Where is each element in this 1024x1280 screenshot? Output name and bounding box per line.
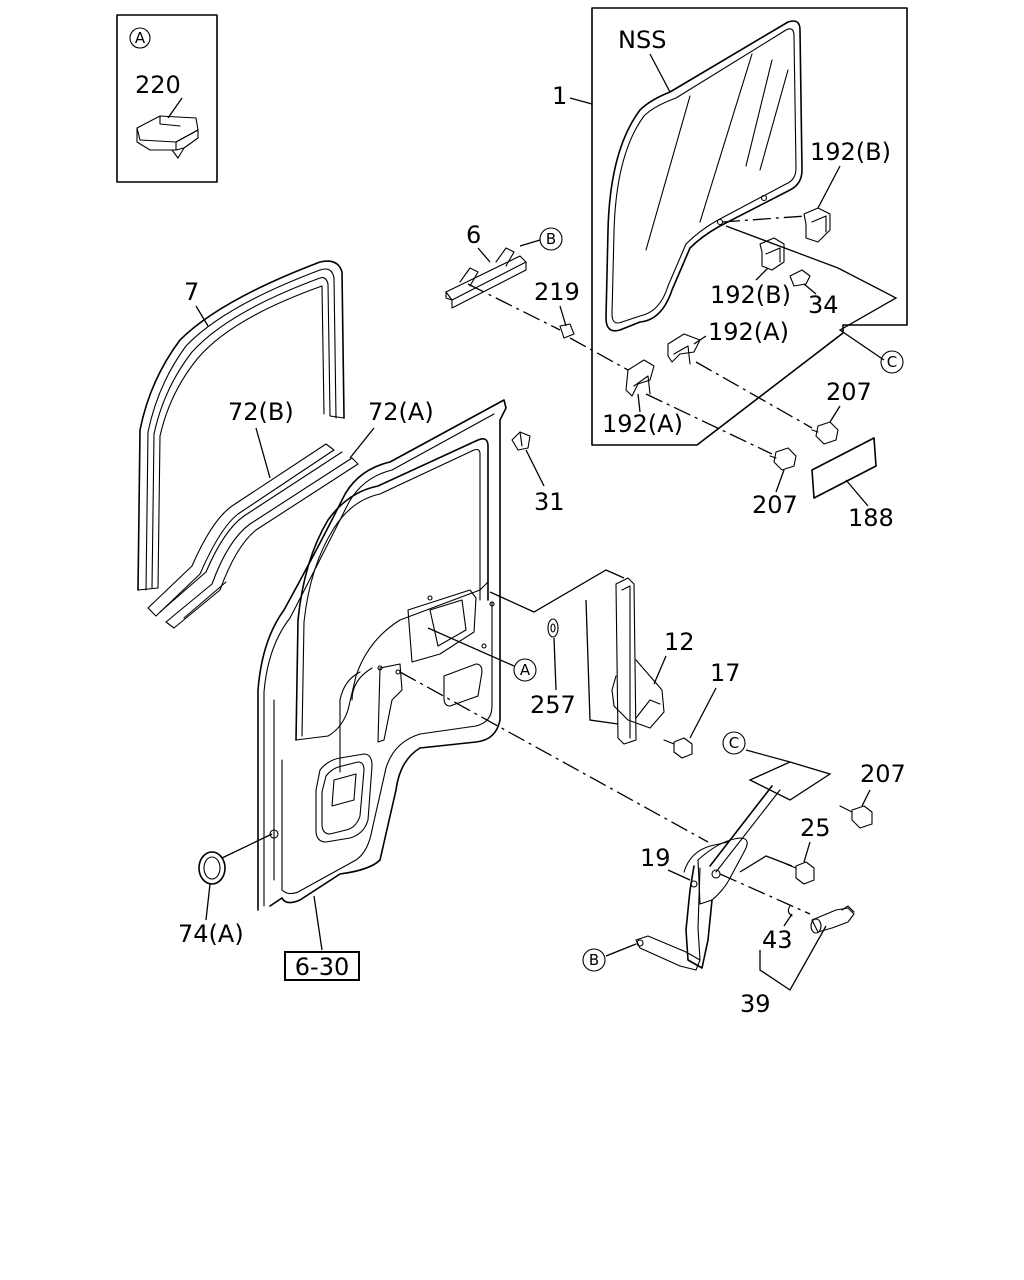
label-39: 39 xyxy=(740,990,771,1018)
glass-group-box: 1 NSS C 192(B) 19 xyxy=(552,7,908,446)
label-7: 7 xyxy=(184,278,199,306)
bolt-207-right xyxy=(839,805,873,829)
label-192b-mid: 192(B) xyxy=(710,281,791,309)
clip-192a-right xyxy=(667,333,701,365)
label-19: 19 xyxy=(640,844,671,872)
callout-c-lower-circle xyxy=(722,731,746,755)
callout-b-lower-letter: B xyxy=(589,951,599,969)
callout-c-lower-letter: C xyxy=(729,734,739,752)
callout-b-top-letter: B xyxy=(546,230,556,248)
label-43: 43 xyxy=(762,926,793,954)
callout-a-door-letter: A xyxy=(520,661,531,679)
pad-34 xyxy=(789,269,811,287)
callout-b-top-circle xyxy=(539,227,563,251)
window-regulator-19 xyxy=(635,785,781,971)
label-192a-left: 192(A) xyxy=(602,410,683,438)
label-74a: 74(A) xyxy=(178,920,244,948)
label-31: 31 xyxy=(534,488,565,516)
label-12: 12 xyxy=(664,628,695,656)
channel-12 xyxy=(611,577,665,745)
sticker-188 xyxy=(811,437,877,499)
label-192a-right: 192(A) xyxy=(708,318,789,346)
channel-6 xyxy=(445,247,527,309)
label-72a: 72(A) xyxy=(368,398,434,426)
label-nss: NSS xyxy=(618,26,666,54)
label-207-upper: 207 xyxy=(826,378,872,406)
label-192b-top: 192(B) xyxy=(810,138,891,166)
bolt-207-upper xyxy=(811,421,839,445)
callout-c-right-circle xyxy=(880,350,904,374)
label-1: 1 xyxy=(552,82,567,110)
nut-219 xyxy=(559,323,575,339)
callout-a-door-circle xyxy=(513,658,537,682)
label-34: 34 xyxy=(808,291,839,319)
washer-257 xyxy=(547,618,559,638)
label-207-right: 207 xyxy=(860,760,906,788)
label-220: 220 xyxy=(135,71,181,99)
door-panel xyxy=(257,399,507,911)
label-257: 257 xyxy=(530,691,576,719)
label-207-lower: 207 xyxy=(752,491,798,519)
label-25: 25 xyxy=(800,814,831,842)
label-6-30: 6-30 xyxy=(295,953,349,981)
door-glass xyxy=(605,20,803,332)
inset-callout-letter: A xyxy=(135,29,146,47)
label-219: 219 xyxy=(534,278,580,306)
ref-6-30-box xyxy=(284,951,360,981)
bolt-207-lower xyxy=(769,447,797,471)
label-72b: 72(B) xyxy=(228,398,294,426)
strip-72 xyxy=(147,443,359,629)
crank-handle xyxy=(810,905,855,934)
bolt-17 xyxy=(663,737,693,759)
label-17: 17 xyxy=(710,659,741,687)
clip-192a-left xyxy=(625,359,655,397)
grommet-74a xyxy=(198,851,226,885)
callout-b-lower-circle xyxy=(582,948,606,972)
clip-192b-mid xyxy=(759,237,785,271)
callout-c-right-letter: C xyxy=(887,353,897,371)
clip-192b-top xyxy=(803,207,831,243)
label-6: 6 xyxy=(466,221,481,249)
weatherstrip-7 xyxy=(137,260,345,591)
label-188: 188 xyxy=(848,504,894,532)
inset-callout-circle xyxy=(129,27,151,49)
clip-220-shape xyxy=(136,115,199,159)
inset-a-box: A 220 xyxy=(116,14,218,183)
grommet-31 xyxy=(511,431,531,451)
